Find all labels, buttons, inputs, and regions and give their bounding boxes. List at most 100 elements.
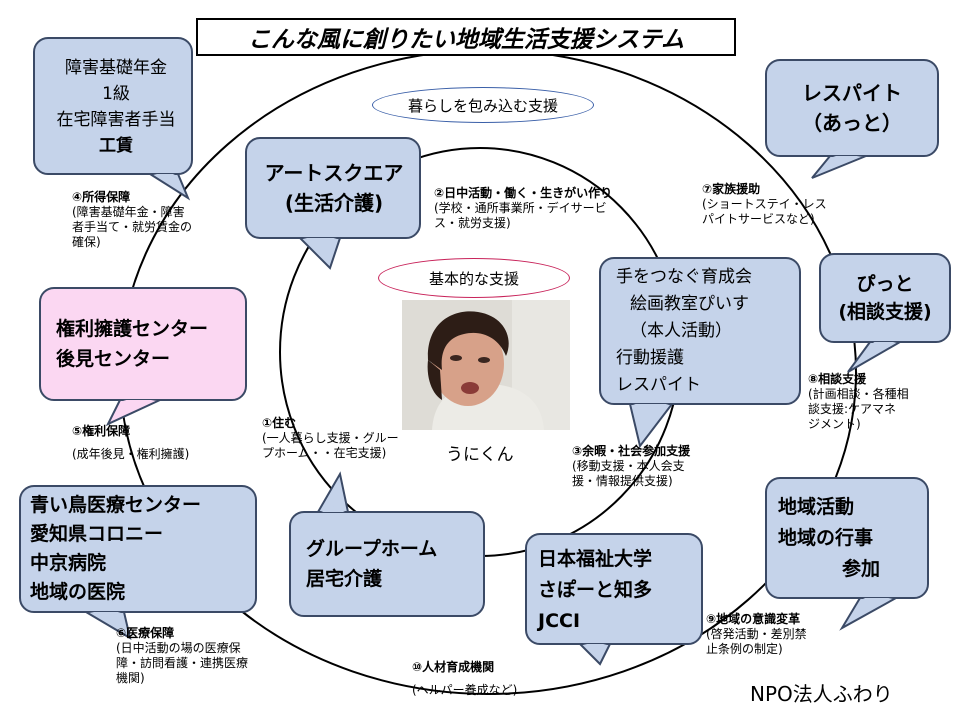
label-heading: ②日中活動・働く・生きがい作り — [434, 186, 613, 200]
callout-seam — [89, 612, 121, 616]
bubble-respite: レスパイト （あっと） — [768, 62, 936, 154]
bubble-line: アートスクエア — [264, 161, 404, 185]
label-heading: ⑥医療保障 — [116, 626, 175, 640]
callout-seam — [833, 156, 863, 160]
label-awareness: ⑨地域の意識変革 (啓発活動・差別禁 止条例の制定) — [706, 612, 807, 657]
callout-body — [525, 533, 703, 645]
bubble-line: 障害基礎年金 — [65, 58, 167, 78]
label-housing: ①住む (一人暮らし支援・グルー プホーム・・在宅支援) — [262, 416, 399, 461]
bubble-line: さぽーと知多 — [538, 578, 653, 601]
callout-bubble — [765, 59, 939, 179]
label-description: (移動支援・本人会支 援・情報提供支援) — [572, 459, 685, 488]
bubble-income: 障害基礎年金 1級 在宅障害者手当 工賃 — [40, 40, 192, 174]
label-leisure: ③余暇・社会参加支援 (移動支援・本人会支 援・情報提供支援) — [572, 444, 690, 489]
bubble-medical: 青い鳥医療センター 愛知県コロニー 中京病院 地域の医院 — [22, 488, 252, 610]
label-heading: ④所得保障 — [72, 190, 131, 204]
callout-seam — [153, 174, 175, 178]
label-description: (ショートステイ・レス パイトサービスなど) — [702, 197, 827, 226]
bubble-grouphome: グループホーム 居宅介護 — [292, 514, 482, 614]
label-description: (一人暮らし支援・グルー プホーム・・在宅支援) — [262, 431, 399, 460]
label-heading: ⑩人材育成機関 — [412, 660, 495, 674]
bubble-line: 地域の行事 — [778, 526, 874, 549]
callout-body — [33, 37, 193, 175]
bubble-line: 絵画教室ぴいす — [630, 293, 749, 314]
bubble-line: 地域活動 — [778, 495, 855, 518]
callout-body — [19, 485, 257, 613]
bubble-line: 在宅障害者手当 — [56, 110, 176, 130]
label-description: (障害基礎年金・障害 者手当て・就労賃金の 確保) — [72, 205, 193, 249]
bubble-line: 居宅介護 — [306, 568, 383, 590]
callout-bubble — [819, 253, 951, 373]
label-heading: ⑧相談支援 — [808, 372, 867, 386]
callout-bubble — [39, 287, 247, 427]
callout-bubble — [33, 37, 193, 201]
bubble-line: 中京病院 — [30, 552, 107, 574]
label-family: ⑦家族援助 (ショートステイ・レス パイトサービスなど) — [702, 182, 827, 227]
label-description: (計画相談・各種相 談支援:ケアマネ ジメント) — [808, 387, 909, 431]
outer-circle-label: 暮らしを包み込む支援 — [372, 87, 594, 123]
bubble-line: 1級 — [102, 84, 130, 104]
callout-tail — [577, 643, 612, 666]
label-rights: ⑤権利保障 (成年後見・権利擁護) — [72, 424, 189, 462]
callout-seam — [123, 400, 157, 404]
bubble-advocacy: 権利擁護センター 後見センター — [44, 290, 244, 398]
bubble-line: (相談支援) — [838, 301, 932, 323]
bubble-line: （あっと） — [802, 111, 902, 135]
bubble-line: 参加 — [842, 557, 881, 580]
bubble-line: グループホーム — [306, 538, 438, 560]
callout-seam — [633, 404, 669, 411]
bubble-line: 愛知県コロニー — [30, 523, 164, 545]
callout-body — [765, 477, 929, 599]
label-income: ④所得保障 (障害基礎年金・障害 者手当て・就労賃金の 確保) — [72, 190, 192, 250]
label-heading: ⑨地域の意識変革 — [706, 612, 801, 626]
portrait-image — [402, 300, 570, 430]
callout-tail — [811, 155, 867, 179]
bubble-line: 地域の医院 — [30, 581, 126, 603]
callout-seam — [873, 342, 897, 347]
bubble-ikuseikai: 手をつなぐ育成会 絵画教室ぴいす （本人活動） 行動援護 レスパイト — [604, 260, 796, 402]
callout-body — [289, 511, 485, 617]
label-description: (学校・通所事業所・デイサービ ス・就労支援) — [434, 201, 607, 230]
callout-tail — [839, 597, 900, 631]
bubble-line: JCCI — [538, 609, 581, 632]
bubble-line: （本人活動） — [630, 320, 732, 341]
bubble-line: 後見センター — [56, 348, 171, 370]
callout-tail — [105, 399, 161, 427]
bubble-line: 工賃 — [99, 136, 133, 156]
photo-caption: うにくん — [446, 445, 514, 465]
bubble-line: 行動援護 — [616, 347, 684, 368]
bubble-line: レスパイト — [802, 81, 902, 105]
person-photo — [402, 300, 570, 430]
label-heading: ⑦家族援助 — [702, 182, 761, 196]
callout-bubble — [765, 477, 929, 631]
label-heading: ⑤権利保障 — [72, 424, 131, 438]
bubble-line: 青い鳥医療センター — [30, 494, 202, 516]
bubble-art-square: アートスクエア (生活介護) — [250, 140, 418, 236]
label-description: (日中活動の場の医療保 障・訪問看護・連携医療 機関) — [116, 641, 249, 685]
bubble-pitto: ぴっと (相談支援) — [822, 256, 948, 340]
label-training: ⑩人材育成機関 (ヘルパー養成など) — [412, 660, 517, 698]
label-description: (成年後見・権利擁護) — [72, 447, 190, 461]
callout-seam — [321, 506, 345, 512]
label-description: (啓発活動・差別禁 止条例の制定) — [706, 627, 807, 656]
label-daytime: ②日中活動・働く・生きがい作り (学校・通所事業所・デイサービ ス・就労支援) — [434, 186, 612, 231]
callout-shapes — [19, 37, 951, 666]
bubble-line: (生活介護) — [284, 191, 384, 215]
bubble-line: ぴっと — [856, 273, 914, 295]
label-heading: ①住む — [262, 416, 297, 430]
bubble-line: レスパイト — [616, 374, 701, 395]
callout-bubble — [289, 471, 485, 617]
callout-bubble — [19, 485, 257, 641]
bubble-university: 日本福祉大学 さぽーと知多 JCCI — [528, 536, 698, 644]
organization-name: NPO法人ふわり — [750, 682, 893, 706]
callout-seam — [863, 598, 893, 603]
callout-seam — [583, 644, 607, 647]
diagram-title: こんな風に創りたい地域生活支援システム — [196, 18, 736, 56]
inner-circle-label: 基本的な支援 — [378, 258, 570, 298]
callout-body — [599, 257, 801, 405]
bubble-line: 手をつなぐ育成会 — [616, 266, 752, 287]
bubble-community: 地域活動 地域の行事 参加 — [768, 480, 926, 596]
callout-bubble — [245, 137, 421, 270]
